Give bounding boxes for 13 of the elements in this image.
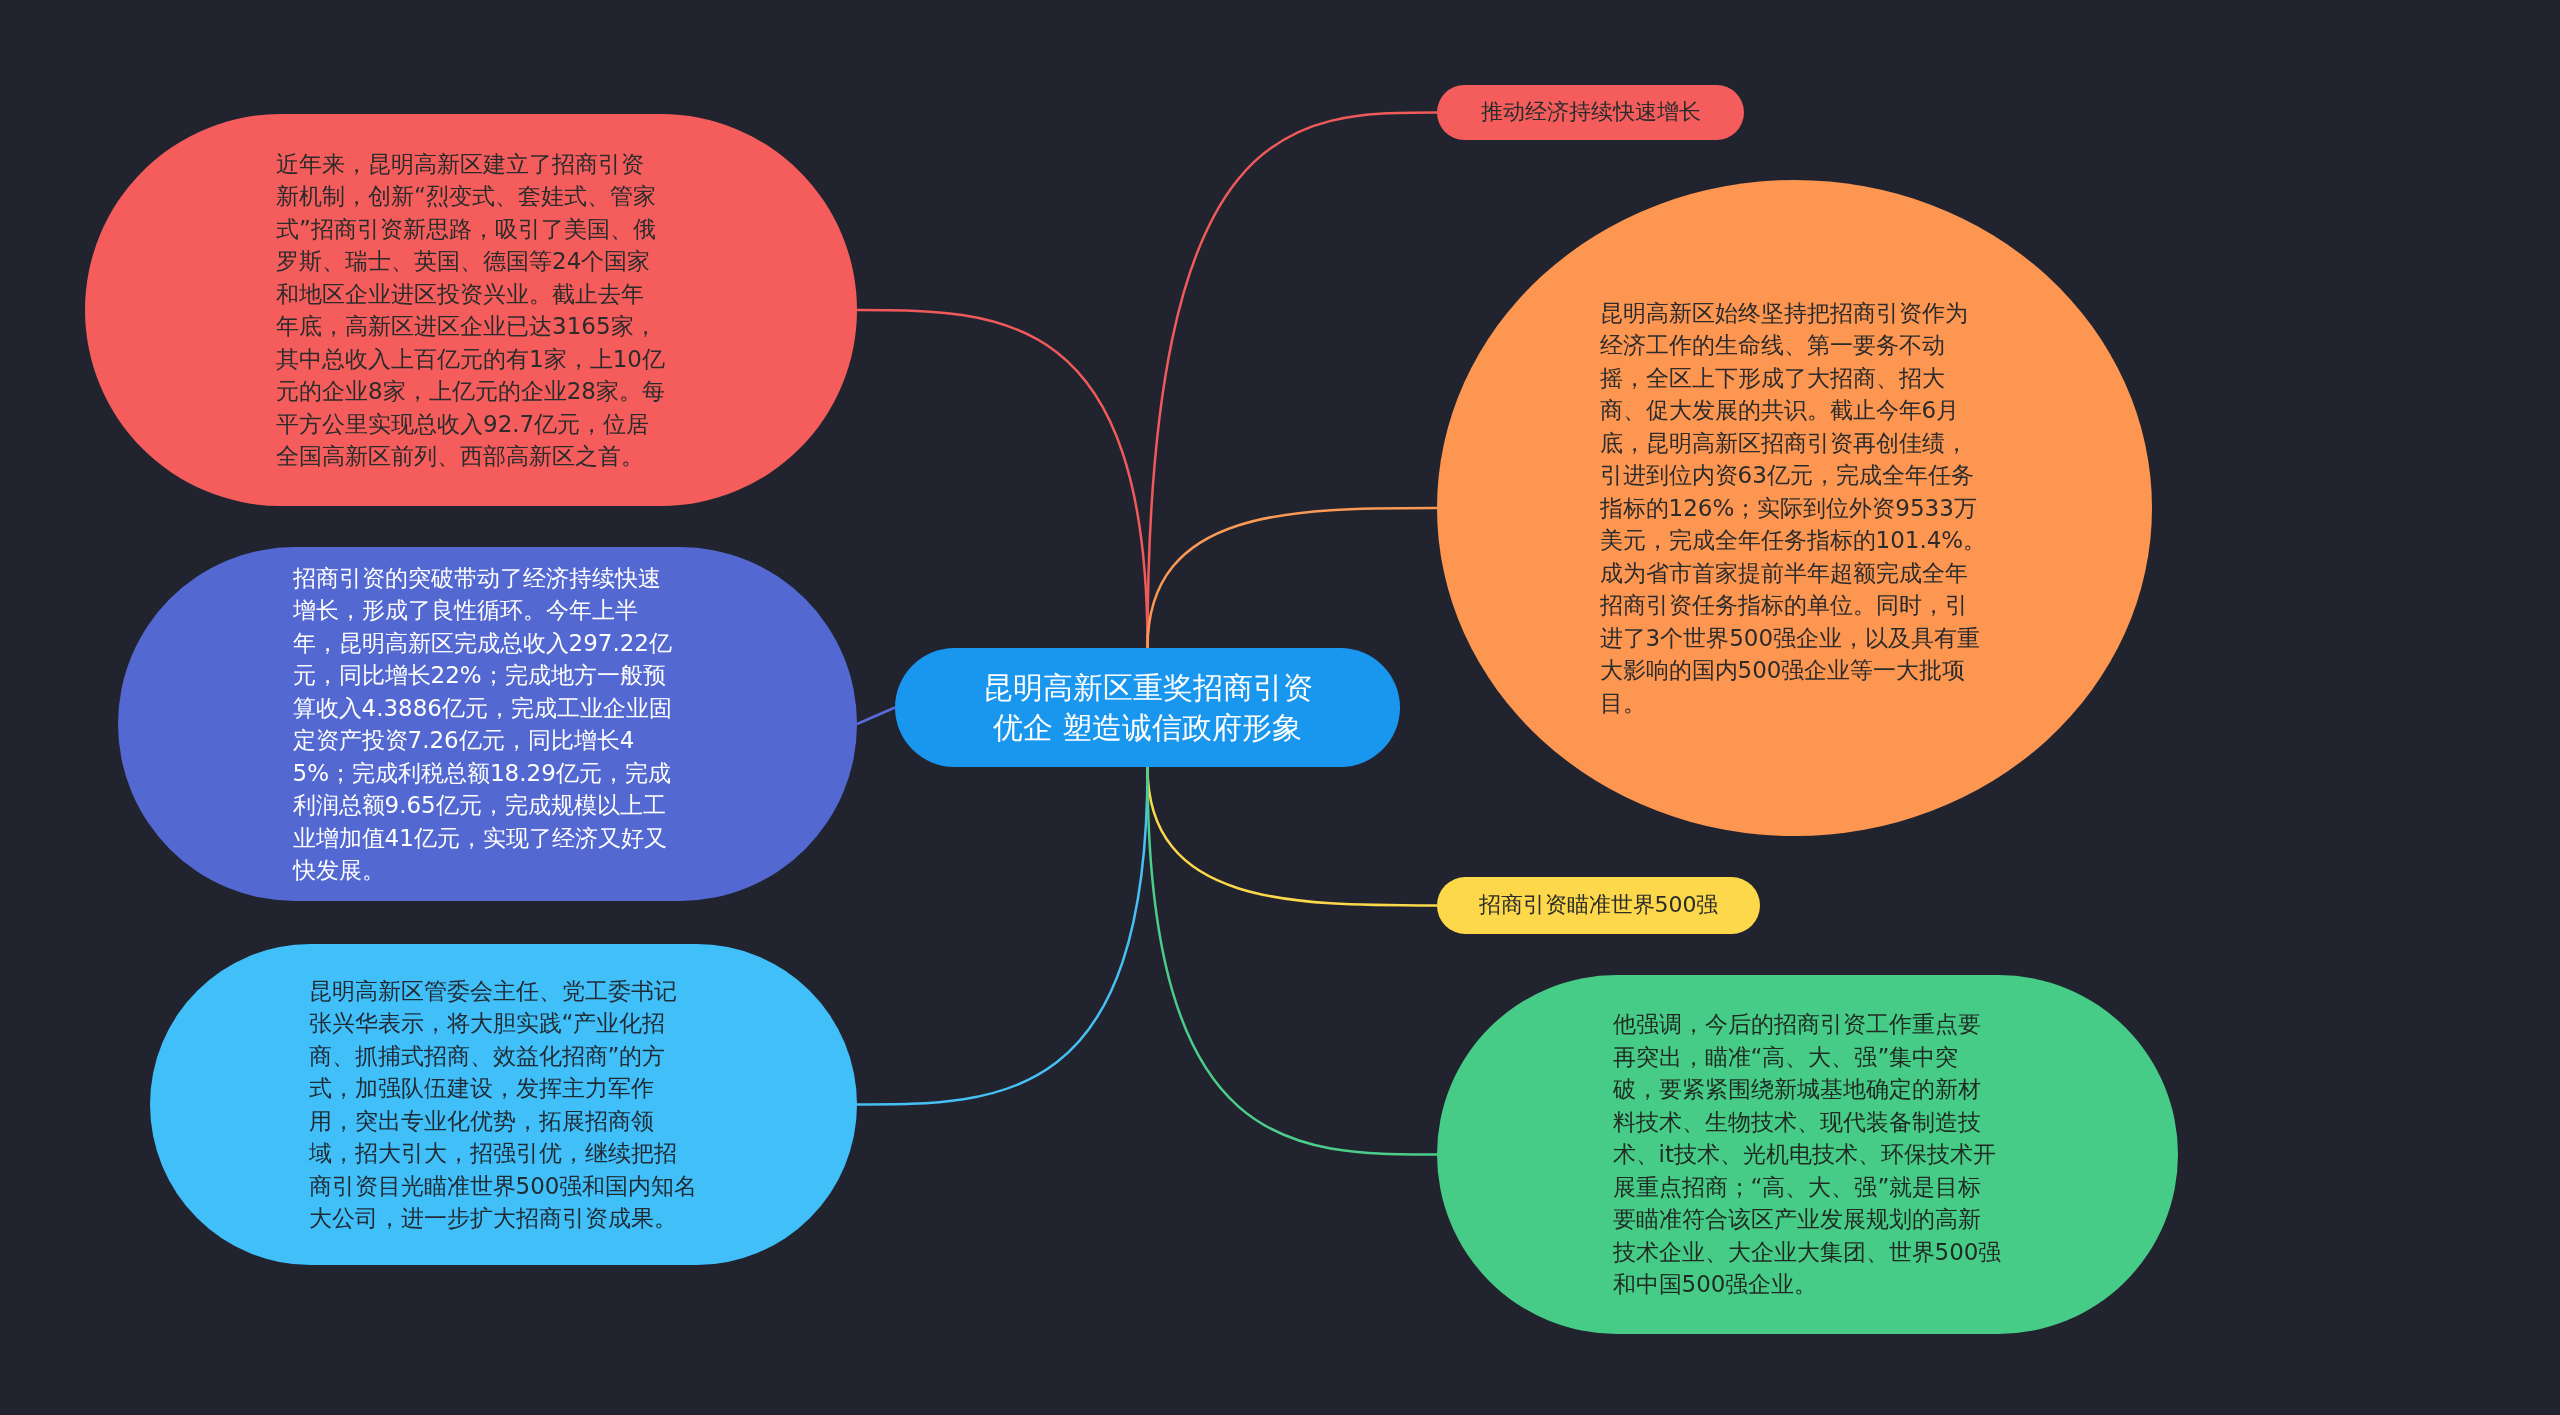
topic-text: 他强调，今后的招商引资工作重点要再突出，瞄准“高、大、强”集中突破，要紧紧围绕新城基地确定的新材料技术、生物技术、现代装备制造技术、it技术、光机电技术、环保技术开展重点招商；“高、大、强”就是目标要瞄准符合该区产业发展规划的高新技术企业、大企业大集团、世界500强和中国500强企业。 [1612,1010,2003,1300]
connector-line [1146,766,1437,1156]
topic-title: 昆明高新区重奖招商引资优企 塑造诚信政府形象 [981,668,1314,747]
topic-text: 近年来，昆明高新区建立了招商引资新机制，创新“烈变式、套娃式、管家式”招商引资新思路，吸引了美国、俄罗斯、瑞士、英国、德国等24个国家和地区企业进区投资兴业。截止去年年底，高新区进区企业已达3165家，其中总收入上百亿元的有1家，上10亿元的企业8家，上亿元的企业28家。每平方公里实现总收入92.7亿元，位居全国高新区前列、西部高新区之首。 [276,149,666,471]
topic-label: 招商引资瞄准世界500强 [1477,891,1720,920]
topic-label: 推动经济持续快速增长 [1479,98,1702,127]
subtopic-pill [1437,85,1744,140]
topic-text: 昆明高新区管委会主任、党工委书记张兴华表示，将大胆实践“产业化招商、抓捕式招商、效益化招商”的方式，加强队伍建设，发挥主力军作用，突出专业化优势，拓展招商领域，招大引大，招强引优，继续把招商引资目光瞄准世界500强和国内知名大公司，进一步扩大招商引资成果。 [308,976,699,1233]
subtopic-pill [1437,877,1760,934]
connector-line [856,706,896,726]
topic-text: 昆明高新区始终坚持把招商引资作为经济工作的生命线、第一要务不动摇，全区上下形成了大招商、招大商、促大发展的共识。截止今年6月底，昆明高新区招商引资再创佳绩，引进到位内资63亿元，完成全年任务指标的126%；实际到位外资9533万美元，完成全年任务指标的101.4%。成为省市首家提前半年超额完成全年招商引资任务指标的单位。同时，引进了3个世界500强企业，以及具有重大影响的国内500强企业等一大批项目。 [1599,298,1988,718]
topic-text: 招商引资的突破带动了经济持续快速增长，形成了良性循环。今年上半年，昆明高新区完成总收入297.22亿元，同比增长22%；完成地方一般预算收入4.3886亿元，完成工业企业固定资产投资7.26亿元，同比增长45%；完成利税总额18.29亿元，完成利润总额9.65亿元，完成规模以上工业增加值41亿元，实现了经济又好又快发展。 [292,563,673,885]
connector-line [1146,506,1437,649]
